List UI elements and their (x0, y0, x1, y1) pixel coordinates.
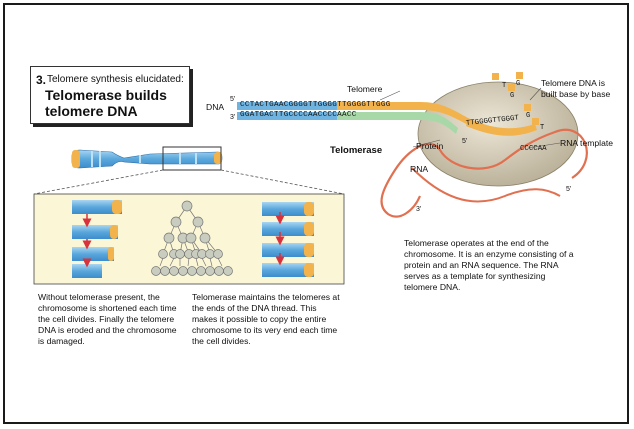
title-heading-line2: telomere DNA (45, 103, 138, 119)
bottom-strand-sequence: GGATGACTTGCCCCAACCCCAACC (240, 111, 357, 119)
rna-label: RNA (410, 164, 429, 174)
top-strand-sequence: CCTACTGAACGGGGTTGGGGTTGGGGTTGGG (240, 101, 391, 109)
three-prime-end-label: 3' (416, 206, 422, 213)
dna-label: DNA (206, 102, 225, 112)
rna-template-label: RNA template (560, 138, 614, 148)
caption-without-telomerase: Without telomerase present, the chromoso… (38, 292, 177, 346)
telomere-label: Telomere (347, 84, 383, 94)
protein-label: Protein (416, 141, 444, 151)
zoom-line-left (33, 169, 164, 195)
caption-with-telomerase: Telomerase maintains the telomeres at th… (192, 292, 340, 346)
title-subtitle: Telomere synthesis elucidated: (47, 74, 184, 85)
five-prime-overhang-label: 5' (462, 138, 468, 145)
free-base-3: G (510, 92, 515, 100)
template-sequence: CCCCAA (520, 145, 547, 153)
three-prime-bottom-label: 3' (230, 114, 236, 121)
free-base-2: G (516, 80, 521, 88)
free-base-4: G (526, 112, 531, 120)
five-prime-rna-label: 5' (566, 186, 572, 193)
title-number: 3. (36, 73, 47, 87)
caption-telomerase-operates: Telomerase operates at the end of the ch… (404, 238, 574, 292)
chromosome-overview (71, 146, 223, 171)
cell-division-tree (151, 200, 233, 276)
dna-double-strand (237, 102, 537, 136)
free-base-5: T (540, 124, 545, 132)
title-heading: Telomerase builds telomere DNA (45, 87, 167, 119)
title-box: 3. Telomere synthesis elucidated: Telome… (30, 66, 190, 124)
telomerase-label: Telomerase (330, 145, 383, 156)
free-base-1: T (502, 82, 507, 90)
maintained-chromosomes (262, 202, 314, 277)
five-prime-top-label: 5' (230, 96, 236, 103)
zoom-line-right (220, 169, 345, 195)
telomere-dna-built-label: Telomere DNA is built base by base (541, 78, 611, 99)
rna-strand (380, 128, 588, 218)
shortening-chromosomes (72, 200, 122, 278)
free-nucleotides (492, 72, 539, 125)
title-heading-line1: Telomerase builds (45, 87, 167, 103)
